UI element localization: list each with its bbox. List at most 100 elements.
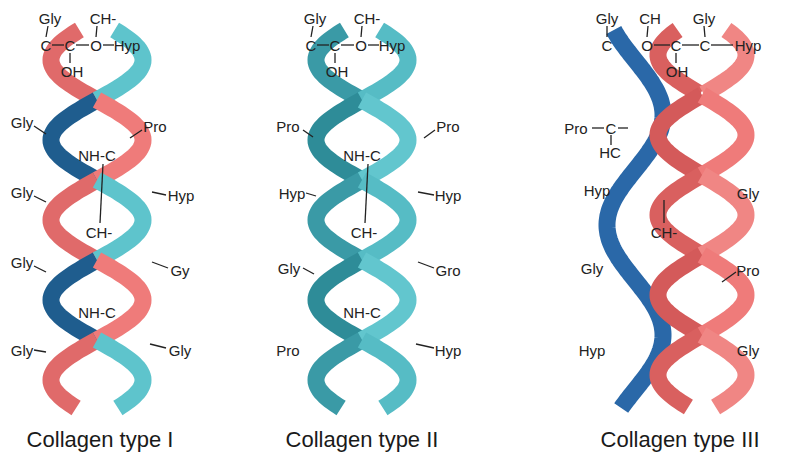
residue-label: Hyp	[584, 183, 611, 198]
residue-label: Hyp	[379, 38, 406, 53]
residue-label: C	[700, 38, 711, 53]
leader-line	[418, 262, 434, 268]
helix-strand	[316, 30, 362, 100]
residue-label: CH-	[86, 225, 113, 240]
helix-strand	[362, 30, 408, 100]
residue-label: Gly	[11, 185, 34, 200]
helix-strand	[51, 260, 97, 340]
residue-label: NH-C	[78, 305, 116, 320]
bond-line	[365, 164, 368, 223]
residue-label: C	[41, 38, 52, 53]
leader-line	[34, 266, 46, 272]
bond-line	[606, 26, 607, 37]
leader-line	[303, 268, 314, 274]
bond-line	[647, 26, 648, 37]
bond-line	[663, 200, 664, 223]
helix-strand	[362, 260, 408, 340]
residue-label: C	[602, 38, 613, 53]
residue-label: Hyp	[579, 343, 606, 358]
panel-caption: Collagen type II	[286, 429, 439, 451]
residue-label: Gly	[693, 11, 716, 26]
residue-label: Hyp	[435, 343, 462, 358]
bond-line	[341, 44, 354, 45]
helix-strand	[658, 30, 700, 94]
residue-label: Gly	[737, 186, 760, 201]
helix-strand	[51, 340, 97, 408]
bond-line	[69, 53, 70, 63]
residue-label: O	[355, 38, 367, 53]
residue-label: CH-	[354, 11, 381, 26]
bond-line	[52, 44, 64, 45]
leader-line	[130, 130, 142, 138]
residue-label: OH	[666, 64, 689, 79]
residue-label: Gly	[581, 261, 604, 276]
residue-label: Hyp	[735, 38, 762, 53]
bond-line	[682, 44, 699, 45]
bond-line	[368, 44, 379, 45]
helix-strand	[316, 340, 362, 408]
bond-line	[96, 26, 97, 37]
helix-strand	[97, 30, 143, 100]
bond-line	[675, 53, 676, 63]
helix-strand	[316, 260, 362, 340]
residue-label: Gly	[11, 343, 34, 358]
bond-line	[100, 164, 103, 223]
bond-line	[654, 44, 670, 45]
residue-label: Gy	[170, 263, 189, 278]
helix-strand	[97, 340, 143, 408]
residue-label: NH-C	[343, 148, 381, 163]
leader-line	[152, 262, 168, 268]
bond-line	[592, 127, 604, 128]
bond-line	[46, 26, 48, 37]
residue-label: Hyp	[114, 38, 141, 53]
residue-label: Hyp	[435, 188, 462, 203]
helix-strand	[658, 255, 702, 335]
helix-strand	[51, 30, 97, 100]
bond-line	[103, 44, 114, 45]
bond-line	[361, 26, 362, 37]
residue-label: Pro	[564, 121, 587, 136]
residue-label: Pro	[436, 119, 459, 134]
leader-line	[150, 344, 166, 348]
bond-line	[618, 127, 628, 128]
leader-line	[34, 126, 46, 134]
residue-label: NH-C	[78, 148, 116, 163]
residue-label: C	[671, 38, 682, 53]
leader-line	[34, 350, 46, 352]
residue-label: Gly	[596, 11, 619, 26]
residue-label: Gly	[39, 11, 62, 26]
residue-label: CH	[639, 11, 661, 26]
leader-line	[152, 192, 166, 195]
leader-line	[418, 192, 434, 195]
panel-caption: Collagen type III	[601, 429, 760, 451]
leader-line	[303, 130, 313, 137]
bond-line	[311, 26, 313, 37]
residue-label: Gly	[169, 343, 192, 358]
residue-label: Pro	[276, 119, 299, 134]
residue-label: OH	[326, 64, 349, 79]
panel-caption: Collagen type I	[27, 429, 174, 451]
helix-strand	[316, 100, 362, 180]
residue-label: CH-	[90, 11, 117, 26]
residue-label: Gly	[11, 255, 34, 270]
helix-strand	[658, 95, 702, 175]
residue-label: HC	[599, 145, 621, 160]
bond-line	[317, 44, 329, 45]
residue-label: Hyp	[168, 188, 195, 203]
helix-strand	[97, 100, 143, 180]
residue-label: Gly	[278, 261, 301, 276]
helix-ribbons	[51, 30, 746, 408]
residue-label: C	[330, 38, 341, 53]
leader-line	[416, 344, 434, 348]
residue-label: O	[641, 38, 653, 53]
residue-label: Gly	[737, 343, 760, 358]
helix-strand	[658, 335, 702, 407]
helix-strand	[658, 175, 702, 255]
helix-strand	[362, 180, 408, 260]
bond-line	[76, 44, 89, 45]
residue-label: O	[90, 38, 102, 53]
bond-line	[610, 135, 611, 145]
helix-strand	[97, 180, 143, 260]
residue-label: C	[306, 38, 317, 53]
residue-label: NH-C	[343, 305, 381, 320]
